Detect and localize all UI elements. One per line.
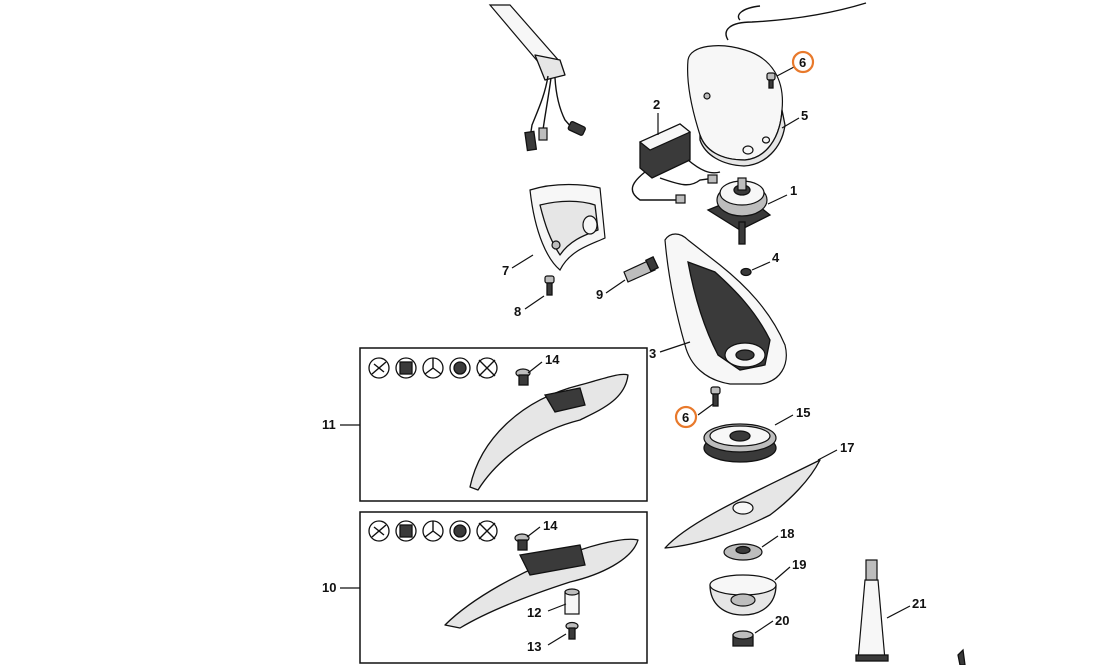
motor: [706, 177, 772, 245]
gear-housing: [664, 233, 787, 385]
screw-8: [544, 275, 555, 296]
highlight-6-lower: [674, 405, 698, 429]
callout-8[interactable]: 8: [514, 304, 521, 319]
highlight-6-top: [791, 50, 815, 74]
leader-lines: [340, 66, 911, 646]
screw-6-lower: [710, 386, 721, 407]
callout-21[interactable]: 21: [912, 596, 926, 611]
callout-20[interactable]: 20: [775, 613, 789, 628]
callout-9[interactable]: 9: [596, 287, 603, 302]
callout-14-a[interactable]: 14: [545, 352, 560, 367]
screw-6-top: [766, 72, 776, 89]
callout-3[interactable]: 3: [649, 346, 656, 361]
kit-11-icons: [368, 357, 498, 379]
callout-6-lower[interactable]: 6: [682, 410, 689, 425]
callout-11[interactable]: 11: [322, 417, 336, 432]
callout-10[interactable]: 10: [322, 580, 336, 595]
callout-15[interactable]: 15: [796, 405, 810, 420]
control-electronics: [631, 123, 721, 204]
motor-cable: [725, 2, 867, 41]
thrust-washer: [723, 543, 763, 561]
edge-mark: [957, 648, 966, 665]
callout-1[interactable]: 1: [790, 183, 797, 198]
screw-14-a: [515, 368, 531, 386]
washer-4: [740, 267, 752, 277]
callout-2[interactable]: 2: [653, 97, 660, 112]
callout-12[interactable]: 12: [527, 605, 541, 620]
deflector-11: [469, 373, 629, 491]
callout-4[interactable]: 4: [772, 250, 780, 265]
callout-7[interactable]: 7: [502, 263, 509, 278]
cable-assembly: [488, 4, 586, 152]
callout-18[interactable]: 18: [780, 526, 794, 541]
screw-9: [623, 256, 660, 283]
callout-13[interactable]: 13: [527, 639, 541, 654]
callout-6-top[interactable]: 6: [799, 55, 806, 70]
screw-13: [565, 621, 579, 640]
callout-19[interactable]: 19: [792, 557, 806, 572]
spacer-12: [564, 588, 580, 615]
motor-cover: [687, 45, 786, 167]
kit-10-icons: [368, 520, 498, 542]
thrust-cup: [709, 574, 777, 616]
nut: [732, 630, 754, 647]
callout-5[interactable]: 5: [801, 108, 808, 123]
thrust-plate: [703, 423, 777, 463]
callout-14-b[interactable]: 14: [543, 518, 558, 533]
deflector-10: [444, 538, 639, 629]
callout-17[interactable]: 17: [840, 440, 854, 455]
housing-shell: [529, 183, 606, 271]
screw-14-b: [514, 533, 530, 551]
grease-tube: [855, 559, 889, 662]
